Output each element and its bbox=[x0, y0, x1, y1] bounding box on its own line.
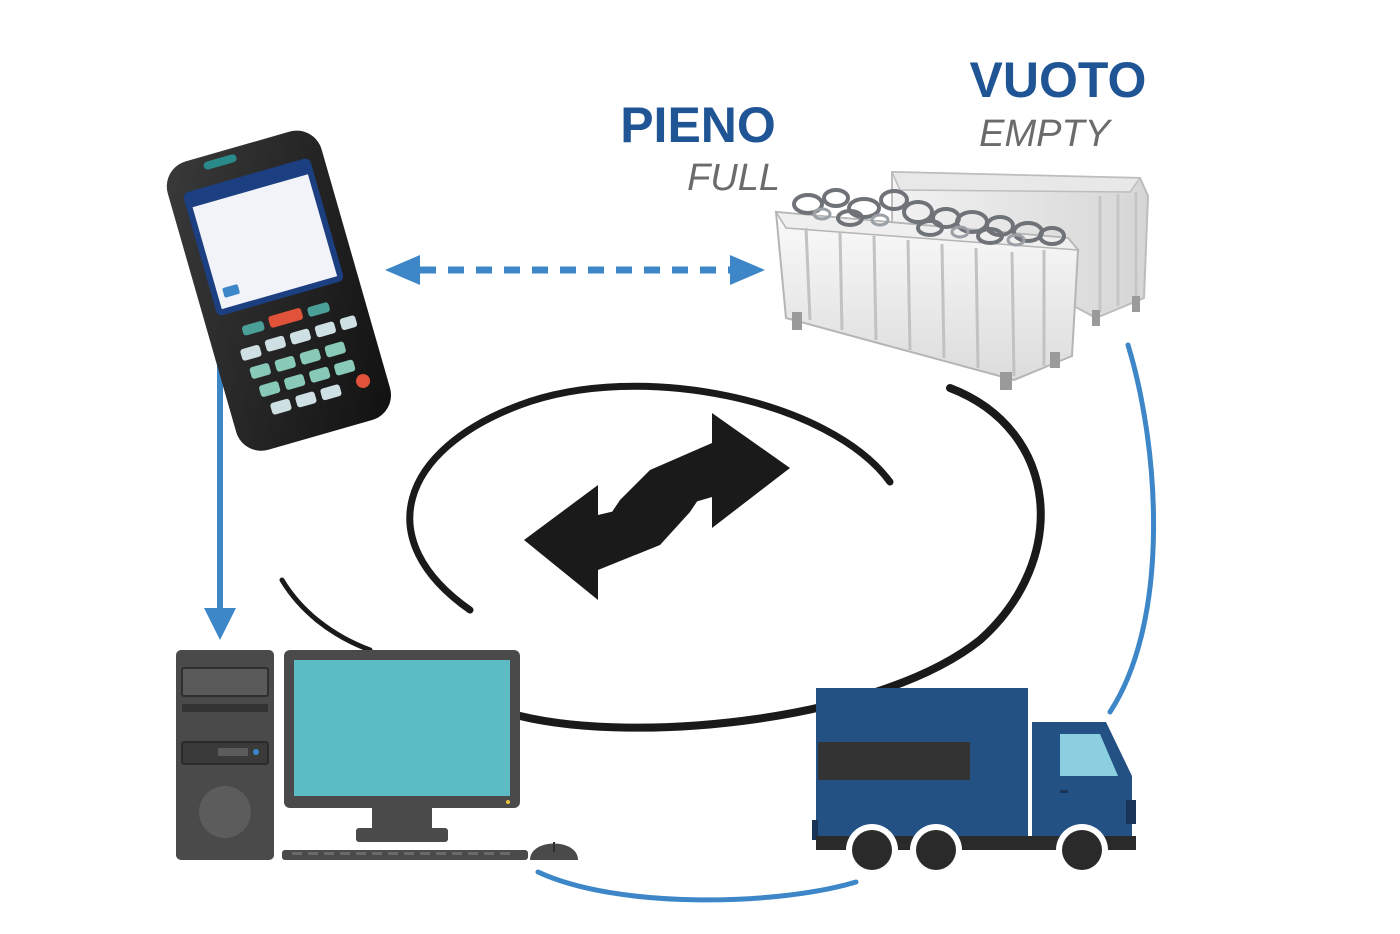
monitor-screen bbox=[294, 660, 510, 796]
skip-containers-icon bbox=[774, 170, 1150, 390]
empty-label: VUOTO EMPTY bbox=[970, 52, 1147, 155]
empty-label-sub: EMPTY bbox=[979, 113, 1113, 155]
full-label-main: PIENO bbox=[620, 97, 776, 153]
empty-label-main: VUOTO bbox=[970, 52, 1147, 108]
desktop-computer-icon bbox=[176, 650, 578, 860]
truck-icon bbox=[812, 688, 1136, 876]
full-label-sub: FULL bbox=[687, 157, 780, 199]
exchange-arrows-icon bbox=[524, 413, 790, 600]
computer-to-truck-connector bbox=[535, 869, 859, 903]
containers-to-truck-connector bbox=[1107, 342, 1156, 715]
full-label: PIENO FULL bbox=[620, 97, 780, 199]
truck-wheels bbox=[846, 824, 1108, 876]
cycle-ring bbox=[279, 382, 1045, 732]
handheld-terminal-icon bbox=[166, 130, 391, 451]
sync-dashed-arrow bbox=[385, 255, 765, 285]
